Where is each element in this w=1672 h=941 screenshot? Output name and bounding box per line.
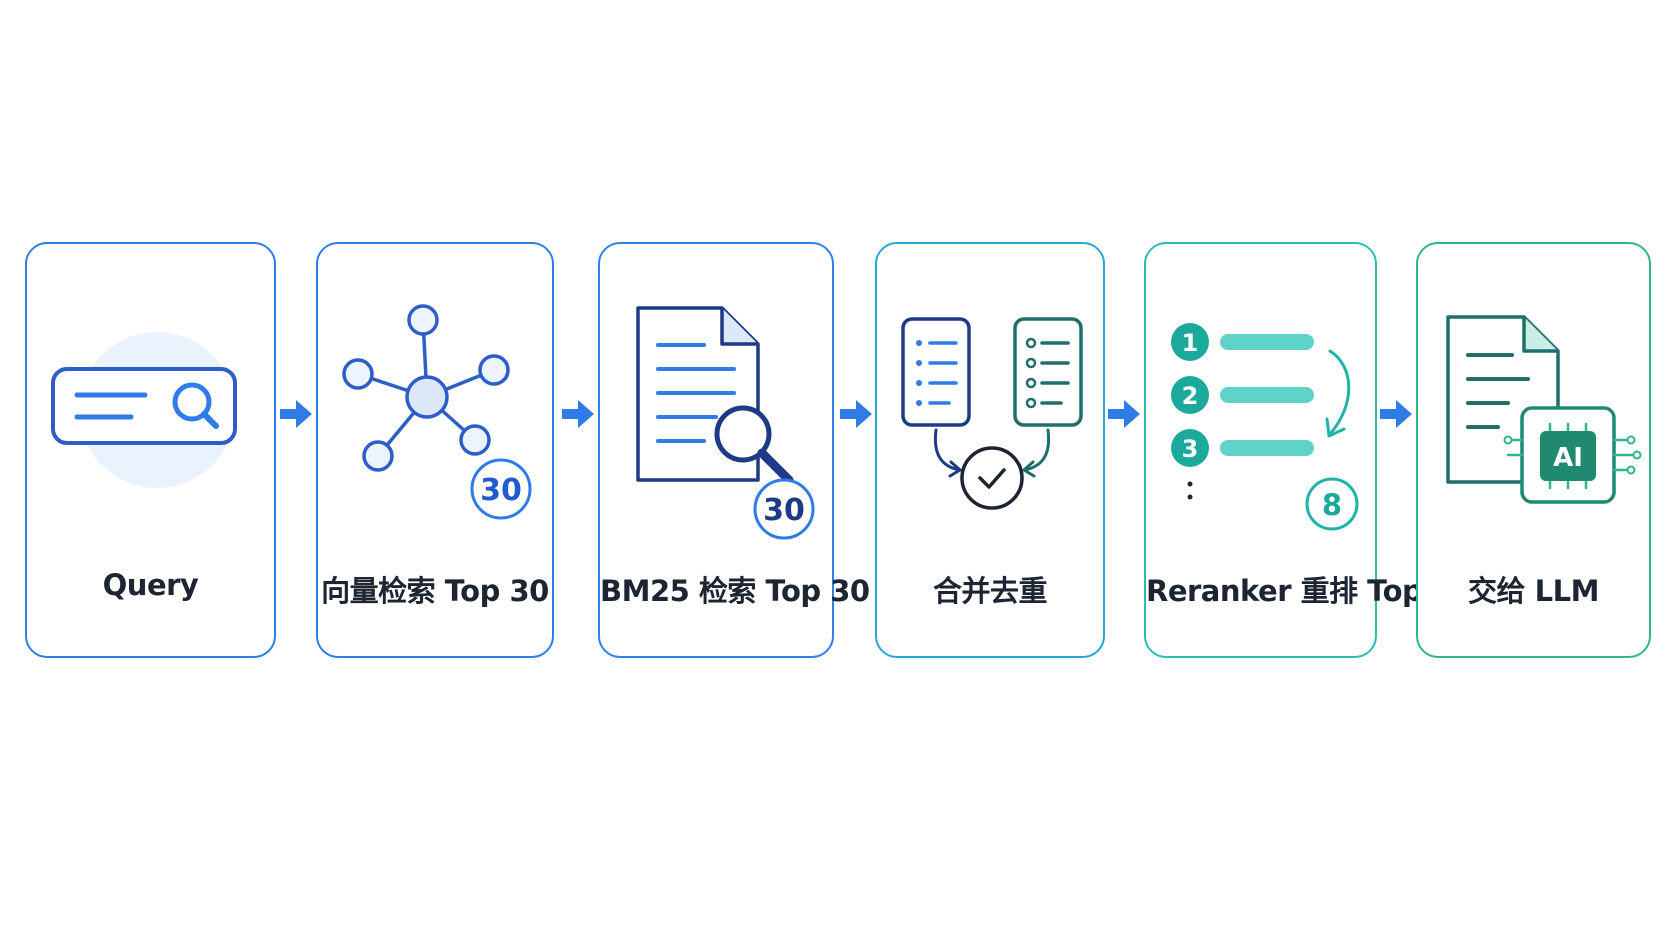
step-card-bm25: 30 BM25 检索 Top 30 — [598, 242, 870, 658]
rank-number: 3 — [1182, 435, 1199, 463]
arrow-right-icon — [562, 400, 594, 428]
step-card-query: Query — [25, 242, 276, 658]
merge-lists-icon — [877, 244, 1103, 544]
step-card-reranker: 1 2 3 8 Reranker 重排 Top 8 — [1144, 242, 1452, 658]
step-label: BM25 检索 Top 30 — [600, 574, 870, 608]
step-label: Reranker 重排 Top 8 — [1146, 574, 1452, 608]
count-badge: 30 — [480, 473, 522, 508]
rank-number: 1 — [1182, 329, 1199, 357]
step-label: 合并去重 — [932, 574, 1048, 608]
ranked-list-icon: 1 2 3 8 — [1146, 244, 1375, 544]
count-badge: 8 — [1322, 488, 1342, 522]
count-badge: 30 — [763, 493, 805, 528]
arrow-right-icon — [1108, 400, 1140, 428]
ai-chip-text: AI — [1553, 443, 1583, 473]
step-card-merge-dedupe: 合并去重 — [875, 242, 1105, 658]
search-bar-icon — [27, 244, 274, 544]
document-search-icon: 30 — [600, 244, 832, 544]
vector-graph-icon: 30 — [318, 244, 552, 544]
step-label: 向量检索 Top 30 — [321, 574, 549, 608]
step-label: Query — [102, 568, 199, 602]
ai-document-icon: AI — [1418, 244, 1649, 544]
step-card-llm: AI 交给 LLM — [1416, 242, 1651, 658]
step-label: 交给 LLM — [1468, 574, 1599, 608]
arrow-right-icon — [280, 400, 312, 428]
rank-number: 2 — [1182, 382, 1199, 410]
step-card-vector-search: 30 向量检索 Top 30 — [316, 242, 554, 658]
arrow-right-icon — [840, 400, 872, 428]
arrow-right-icon — [1380, 400, 1412, 428]
